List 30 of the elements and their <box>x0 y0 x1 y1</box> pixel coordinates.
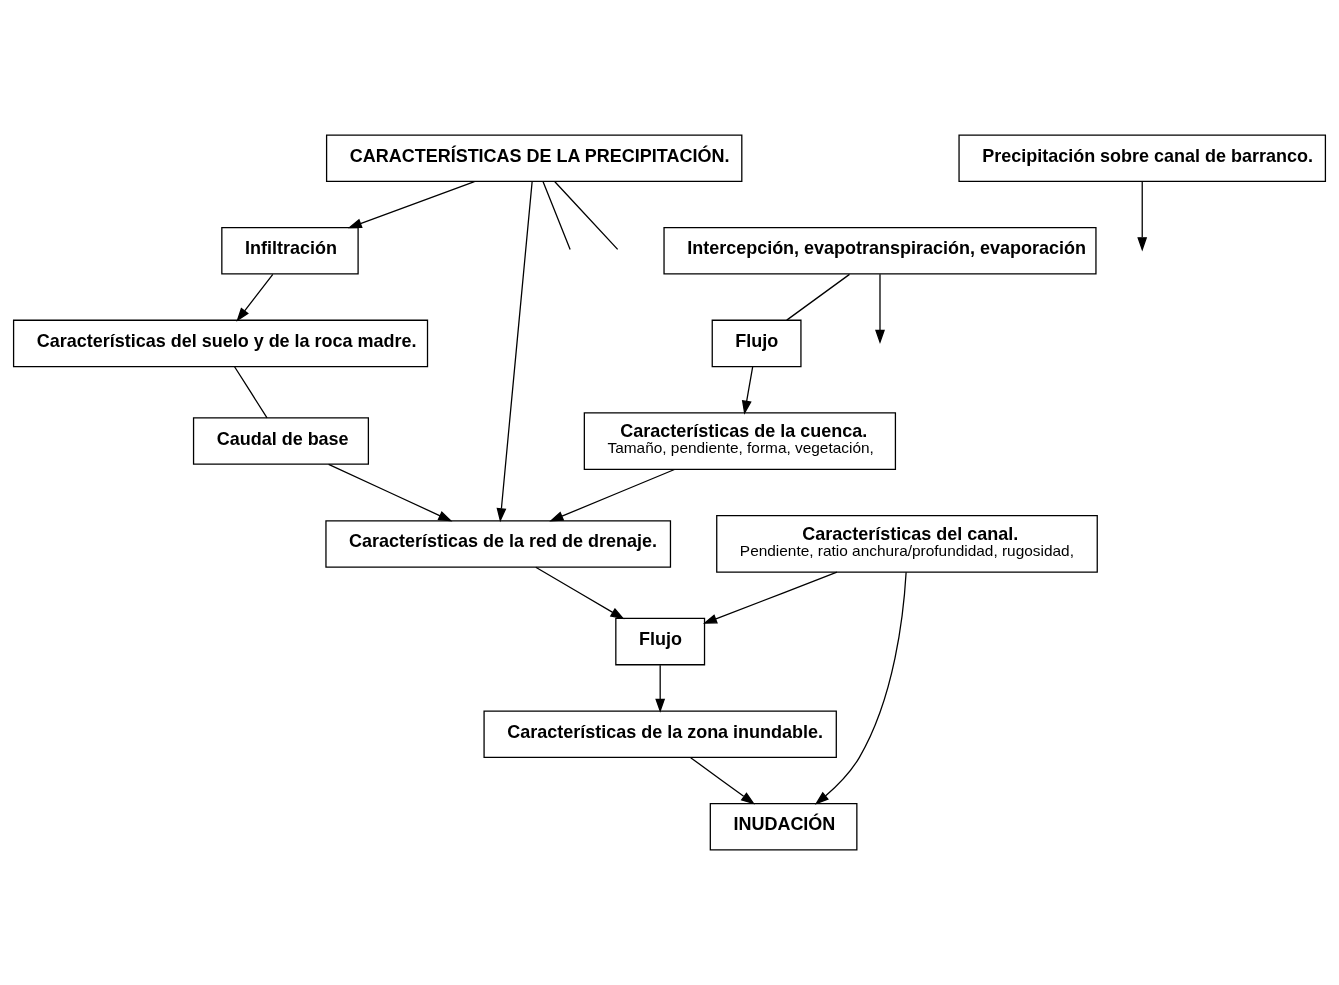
node-box: Características del canal. Pendiente, ratio anchura/profundidad, rugosidad, <box>716 515 1098 573</box>
connector <box>233 366 268 419</box>
arrow <box>549 468 676 522</box>
node-box: Flujo <box>711 319 802 368</box>
connector <box>554 181 619 251</box>
arrow <box>496 181 533 523</box>
arrow <box>655 664 666 713</box>
node-box: Características de la red de drenaje. <box>325 520 672 568</box>
node-box: Caudal de base <box>192 417 370 465</box>
connector <box>786 273 851 321</box>
node-box: Características del suelo y de la roca madre. <box>12 319 429 368</box>
arrow <box>236 273 274 322</box>
arrow <box>702 571 838 624</box>
arrow <box>535 566 625 620</box>
arrow <box>328 463 453 522</box>
arrow <box>690 757 755 805</box>
arrow <box>875 273 885 344</box>
node-box: Características de la zona inundable. <box>483 710 837 758</box>
node-box: CARACTERÍSTICAS DE LA PRECIPITACIÓN. <box>325 134 743 183</box>
arrow <box>1137 181 1148 252</box>
node-box: Intercepción, evapotranspiración, evaporación <box>663 227 1097 275</box>
node-box: Infiltración <box>221 227 359 275</box>
arrow <box>347 180 476 229</box>
connector <box>542 181 571 251</box>
node-box: Precipitación sobre canal de barranco. <box>958 134 1327 183</box>
node-box: INUDACIÓN <box>709 802 858 851</box>
node-box: Características de la cuenca. Tamaño, pendiente, forma, vegetación, <box>583 412 897 470</box>
arrow <box>814 571 907 805</box>
node-box: Flujo <box>615 617 706 666</box>
arrow <box>741 366 754 415</box>
